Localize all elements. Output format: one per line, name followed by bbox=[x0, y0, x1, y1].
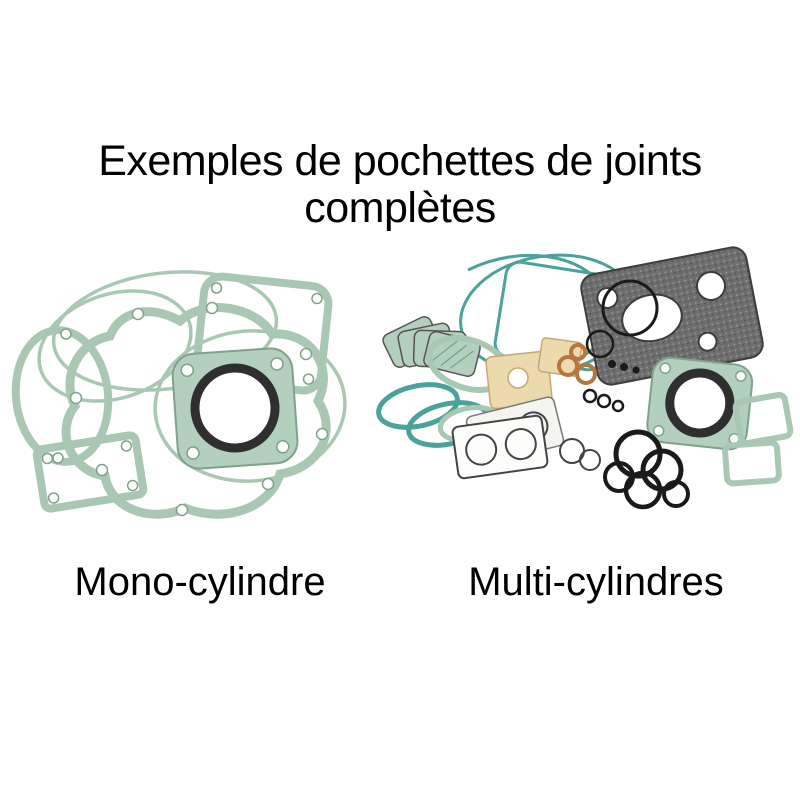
mono-cylinder-gasket-set bbox=[11, 270, 347, 519]
label-mono-cylindre: Mono-cylindre bbox=[74, 560, 326, 604]
bore-opening bbox=[504, 428, 537, 461]
bolt-hole bbox=[735, 370, 747, 382]
bolt-hole bbox=[95, 463, 109, 477]
metal-ring bbox=[579, 449, 601, 471]
multi-head-gasket bbox=[646, 356, 754, 451]
bolt-hole bbox=[52, 452, 64, 464]
bolt-hole bbox=[126, 479, 139, 492]
cover-gasket-outline bbox=[37, 289, 193, 403]
bolt-hole bbox=[311, 292, 323, 305]
o-ring-cluster bbox=[603, 429, 690, 510]
hatch-line bbox=[440, 344, 467, 367]
page-title: Exemples de pochettes de joints complète… bbox=[0, 138, 800, 232]
side-cover-gasket-band bbox=[11, 326, 113, 466]
copper-washer bbox=[569, 343, 587, 361]
plate-opening bbox=[621, 293, 683, 343]
bolt-hole bbox=[180, 363, 194, 377]
bolt-hole bbox=[261, 477, 275, 491]
gasket-opening bbox=[507, 367, 529, 389]
bolt-hole bbox=[41, 452, 54, 465]
bolt-hole bbox=[186, 446, 200, 460]
bolt-hole bbox=[60, 328, 72, 340]
micro-o-ring bbox=[620, 363, 628, 371]
micro-o-ring bbox=[608, 360, 616, 368]
plate-opening bbox=[697, 331, 718, 352]
bolt-hole bbox=[659, 362, 671, 374]
label-multi-cylindres: Multi-cylindres bbox=[468, 560, 724, 604]
bolt-hole bbox=[276, 440, 290, 454]
bolt-hole bbox=[652, 425, 665, 437]
twin-base-gasket-front bbox=[451, 414, 549, 480]
bolt-hole bbox=[270, 357, 284, 371]
bolt-hole bbox=[299, 347, 313, 361]
teal-oval-gasket bbox=[376, 382, 460, 430]
title-line-1: Exemples de pochettes de joints bbox=[98, 137, 702, 185]
bolt-hole bbox=[315, 427, 329, 441]
reed-base-gasket bbox=[32, 431, 148, 513]
base-gasket-plate bbox=[451, 414, 549, 480]
copper-washer bbox=[575, 363, 597, 385]
bolt-hole bbox=[120, 440, 133, 452]
hatch-line bbox=[450, 350, 474, 369]
bolt-hole bbox=[47, 492, 60, 504]
micro-o-ring bbox=[632, 366, 640, 374]
rect-gasket-band bbox=[32, 431, 148, 513]
o-ring-medium bbox=[585, 329, 615, 359]
bolt-hole bbox=[205, 301, 219, 315]
o-ring-small bbox=[582, 388, 598, 404]
o-ring bbox=[603, 461, 635, 493]
o-ring-small bbox=[611, 399, 625, 413]
bolt-hole bbox=[302, 373, 315, 385]
bolt-hole bbox=[210, 282, 223, 294]
cover-gasket-outline bbox=[51, 270, 279, 392]
gasket-kits-illustration bbox=[11, 246, 794, 519]
bore-opening bbox=[465, 433, 498, 466]
o-ring bbox=[662, 480, 690, 508]
cylinder-head-gasket bbox=[171, 347, 299, 470]
small-cover-gasket bbox=[722, 439, 782, 487]
cylinder-bore-ring bbox=[190, 363, 280, 453]
bolt-hole bbox=[175, 503, 189, 517]
plate-opening bbox=[695, 271, 726, 302]
bolt-hole bbox=[69, 391, 83, 405]
bolt-hole bbox=[131, 307, 145, 321]
cover-gasket-outline bbox=[153, 329, 347, 483]
hatch-line bbox=[431, 340, 458, 362]
multi-cylinder-gasket-set bbox=[376, 246, 794, 510]
small-cover-gasket bbox=[732, 391, 794, 447]
o-ring-small bbox=[596, 393, 612, 409]
cylinder-bore-ring bbox=[665, 368, 735, 438]
title-line-2: complètes bbox=[304, 184, 496, 232]
o-ring-large bbox=[601, 279, 659, 337]
copper-washer bbox=[557, 355, 579, 377]
